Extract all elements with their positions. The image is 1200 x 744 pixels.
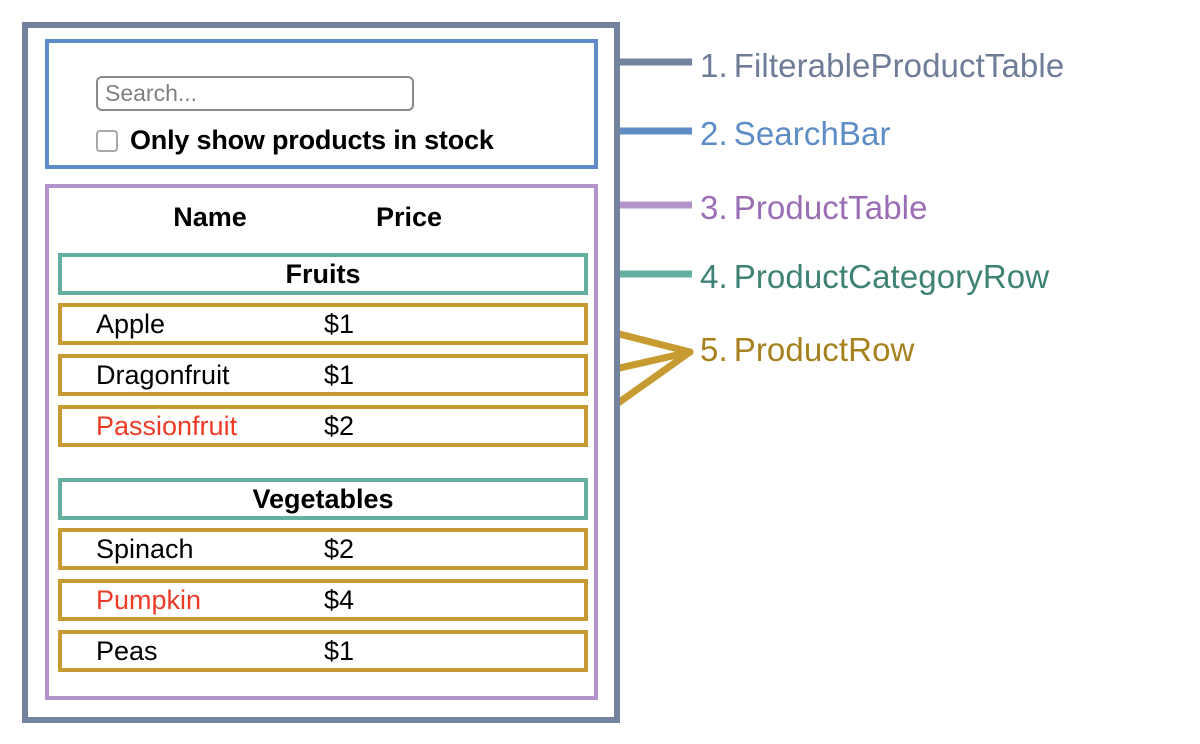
stock-filter-row[interactable]: Only show products in stock [96, 125, 494, 156]
search-input[interactable] [96, 76, 414, 111]
in-stock-checkbox-label: Only show products in stock [130, 125, 494, 155]
product-row: Passionfruit $2 [58, 405, 588, 447]
product-row: Apple $1 [58, 303, 588, 345]
product-row: Dragonfruit $1 [58, 354, 588, 396]
callout-number: 4. [700, 258, 728, 295]
callout-label: ProductRow [733, 331, 915, 368]
product-row-name: Dragonfruit [96, 359, 230, 390]
product-rows-area: Fruits Apple $1 Dragonfruit $1 Passionfr… [58, 253, 588, 672]
product-row: Peas $1 [58, 630, 588, 672]
column-header-price: Price [375, 202, 443, 232]
callout-label: FilterableProductTable [733, 47, 1065, 84]
product-category-row: Fruits [58, 253, 588, 295]
callout-number: 1. [700, 47, 728, 84]
product-row-price: $2 [324, 533, 355, 564]
category-group-spacer [58, 456, 588, 478]
callout-number: 2. [700, 115, 728, 152]
in-stock-checkbox[interactable] [96, 129, 118, 152]
product-row-name: Apple [96, 308, 166, 339]
product-row-name: Passionfruit [96, 410, 238, 441]
product-row-name: Spinach [96, 533, 194, 564]
callout-number: 5. [700, 331, 728, 368]
product-row-price: $2 [324, 410, 355, 441]
product-row-price: $4 [324, 584, 355, 615]
callout-product-row: 5.ProductRow [700, 331, 914, 369]
callout-label: ProductCategoryRow [733, 258, 1050, 295]
search-bar: Only show products in stock [45, 39, 598, 169]
product-table-header: Name Price [49, 202, 594, 238]
product-category-row: Vegetables [58, 478, 588, 520]
callout-filterable-product-table: 1.FilterableProductTable [700, 47, 1064, 85]
product-row-price: $1 [324, 308, 355, 339]
column-header-name: Name [173, 202, 247, 232]
product-row-name: Pumpkin [96, 584, 202, 615]
callout-label: ProductTable [733, 189, 928, 226]
callout-label: SearchBar [733, 115, 891, 152]
product-row-name: Peas [96, 635, 158, 666]
product-row: Spinach $2 [58, 528, 588, 570]
product-row: Pumpkin $4 [58, 579, 588, 621]
callout-product-category-row: 4.ProductCategoryRow [700, 258, 1049, 296]
product-category-label: Fruits [285, 258, 361, 289]
callout-product-table: 3.ProductTable [700, 189, 928, 227]
callout-number: 3. [700, 189, 728, 226]
callout-search-bar: 2.SearchBar [700, 115, 891, 153]
product-row-price: $1 [324, 359, 355, 390]
product-row-price: $1 [324, 635, 355, 666]
product-table: Name Price Fruits Apple $1 Dragonfruit $… [45, 184, 598, 700]
product-category-label: Vegetables [252, 483, 394, 514]
